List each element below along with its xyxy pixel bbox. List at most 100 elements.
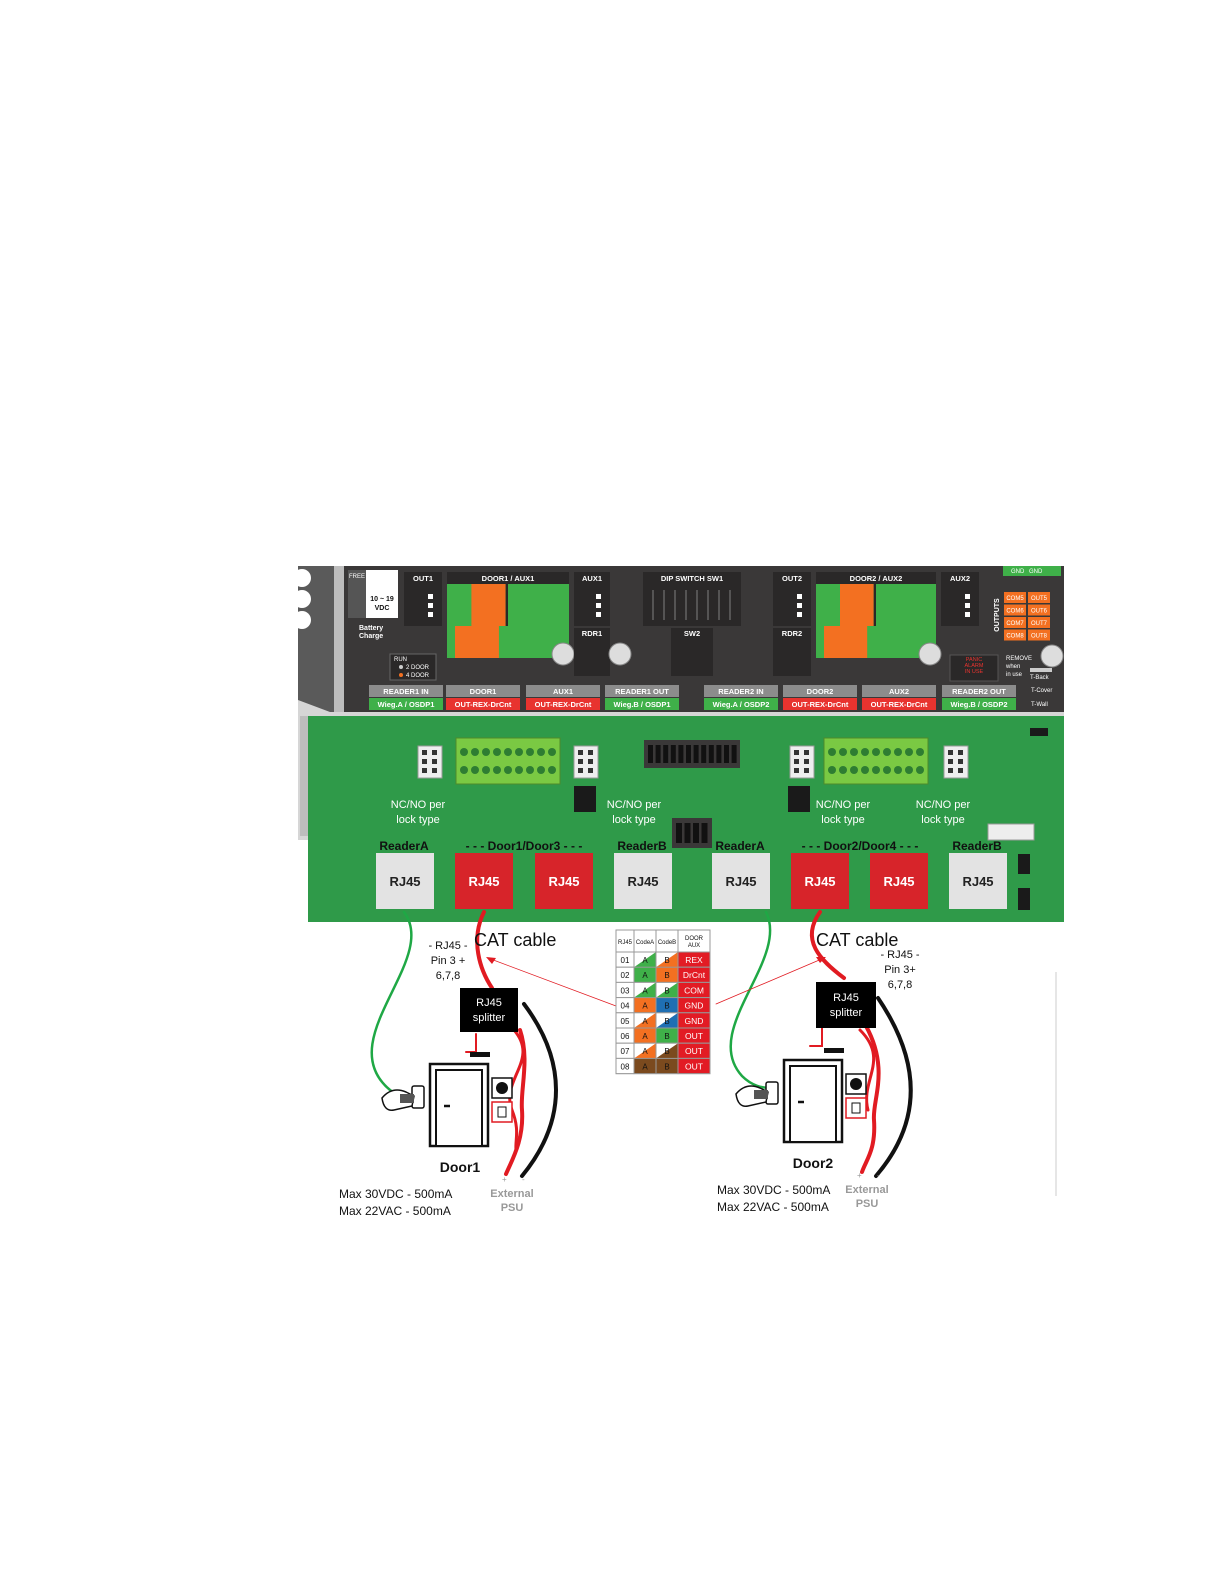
func-label: GND bbox=[685, 1001, 704, 1011]
terminal-hole bbox=[482, 748, 490, 756]
rj45-socket bbox=[949, 853, 1007, 909]
group-sub-bg bbox=[783, 698, 857, 710]
header-title: DOOR1 / AUX1 bbox=[482, 574, 535, 583]
pin bbox=[948, 750, 953, 755]
door-spec: Max 30VDC - 500mA bbox=[717, 1183, 830, 1197]
tamper-jumper bbox=[1030, 668, 1052, 672]
terminal-hole bbox=[471, 748, 479, 756]
pin-table-header: CodeB bbox=[658, 940, 676, 946]
code-b: B bbox=[664, 1047, 669, 1056]
exit-button-dot bbox=[496, 1082, 508, 1094]
pin bbox=[958, 750, 963, 755]
pin bbox=[965, 612, 970, 617]
psu-wire-minus-door2 bbox=[874, 996, 913, 1178]
terminal-orange bbox=[824, 626, 868, 658]
dip-cell bbox=[693, 823, 699, 843]
out-label: OUT5 bbox=[1031, 596, 1048, 602]
code-b: B bbox=[664, 1002, 669, 1011]
pin bbox=[958, 768, 963, 773]
terminal-hole bbox=[515, 766, 523, 774]
reader-wire-door2 bbox=[729, 910, 774, 1090]
header-block bbox=[643, 572, 741, 626]
com-cell bbox=[1004, 617, 1026, 628]
group-title: READER1 OUT bbox=[615, 687, 669, 696]
port-header: ReaderB bbox=[952, 839, 1002, 853]
rj45-label: RJ45 bbox=[883, 874, 914, 889]
free-label: FREE bbox=[349, 574, 365, 580]
terminal-hole bbox=[872, 766, 880, 774]
rj45-label: RJ45 bbox=[468, 874, 499, 889]
terminal-hole bbox=[515, 748, 523, 756]
psu-plus: + bbox=[857, 1171, 862, 1180]
jumper-block bbox=[574, 786, 596, 812]
door-spec: Max 22VAC - 500mA bbox=[717, 1200, 829, 1214]
outputs-label: OUTPUTS bbox=[994, 598, 1001, 632]
group-sub-bg bbox=[862, 698, 936, 710]
port-header: ReaderB bbox=[617, 839, 667, 853]
power-terminal bbox=[348, 570, 366, 618]
tamper-wall: T-Wall bbox=[1031, 702, 1048, 708]
code-stripe bbox=[634, 1012, 656, 1028]
door-name: Door2 bbox=[793, 1155, 834, 1171]
tamper-back: T-Back bbox=[1030, 675, 1050, 681]
run-opt2: 4 DOOR bbox=[406, 673, 430, 679]
pin bbox=[422, 750, 427, 755]
code-b: B bbox=[664, 971, 669, 980]
terminal-hole bbox=[537, 766, 545, 774]
card-icon bbox=[400, 1094, 414, 1103]
pin-table-header: RJ45 bbox=[618, 940, 633, 946]
code-a: A bbox=[642, 986, 648, 995]
pin bbox=[578, 759, 583, 764]
cat-cable-label: CAT cable bbox=[816, 930, 898, 950]
run-title: RUN bbox=[394, 657, 407, 663]
relay-jumper bbox=[573, 745, 599, 779]
rj45-socket bbox=[535, 853, 593, 909]
com-cell bbox=[1004, 604, 1026, 616]
group-sub-bg bbox=[942, 698, 1016, 710]
rdr-block bbox=[671, 628, 713, 676]
terminal-hole bbox=[905, 766, 913, 774]
dip-cell bbox=[724, 745, 729, 763]
pin bbox=[588, 759, 593, 764]
func-label: OUT bbox=[685, 1031, 703, 1041]
pin bbox=[958, 759, 963, 764]
rj45-label: RJ45 bbox=[389, 874, 420, 889]
dip-cell bbox=[693, 745, 699, 763]
group-title-bg bbox=[704, 685, 778, 697]
pin bbox=[422, 759, 427, 764]
group-sub-bg bbox=[605, 698, 679, 710]
func-label: COM bbox=[684, 985, 704, 995]
code-stripe bbox=[656, 1043, 678, 1059]
pin bbox=[588, 750, 593, 755]
group-title-bg bbox=[783, 685, 857, 697]
mount-hole bbox=[293, 611, 311, 629]
rj45-label: RJ45 bbox=[548, 874, 579, 889]
dip-cell bbox=[731, 745, 737, 763]
group-sub: Wieg.B / OSDP2 bbox=[950, 700, 1007, 709]
cat-cable-door2 bbox=[809, 910, 846, 980]
rdr-title: RDR1 bbox=[582, 629, 602, 638]
terminal-hole bbox=[861, 766, 869, 774]
group-title-bg bbox=[446, 685, 520, 697]
exit-button-dot bbox=[850, 1078, 862, 1090]
pin-number: 04 bbox=[621, 1002, 630, 1011]
pin bbox=[422, 768, 427, 773]
pin bbox=[588, 768, 593, 773]
out-label: OUT6 bbox=[1031, 609, 1048, 615]
terminal-hole bbox=[916, 748, 924, 756]
pin bbox=[432, 759, 437, 764]
code-b: B bbox=[664, 956, 669, 965]
terminal-hole bbox=[894, 748, 902, 756]
connector bbox=[1030, 728, 1048, 736]
func-label: OUT bbox=[685, 1061, 703, 1071]
